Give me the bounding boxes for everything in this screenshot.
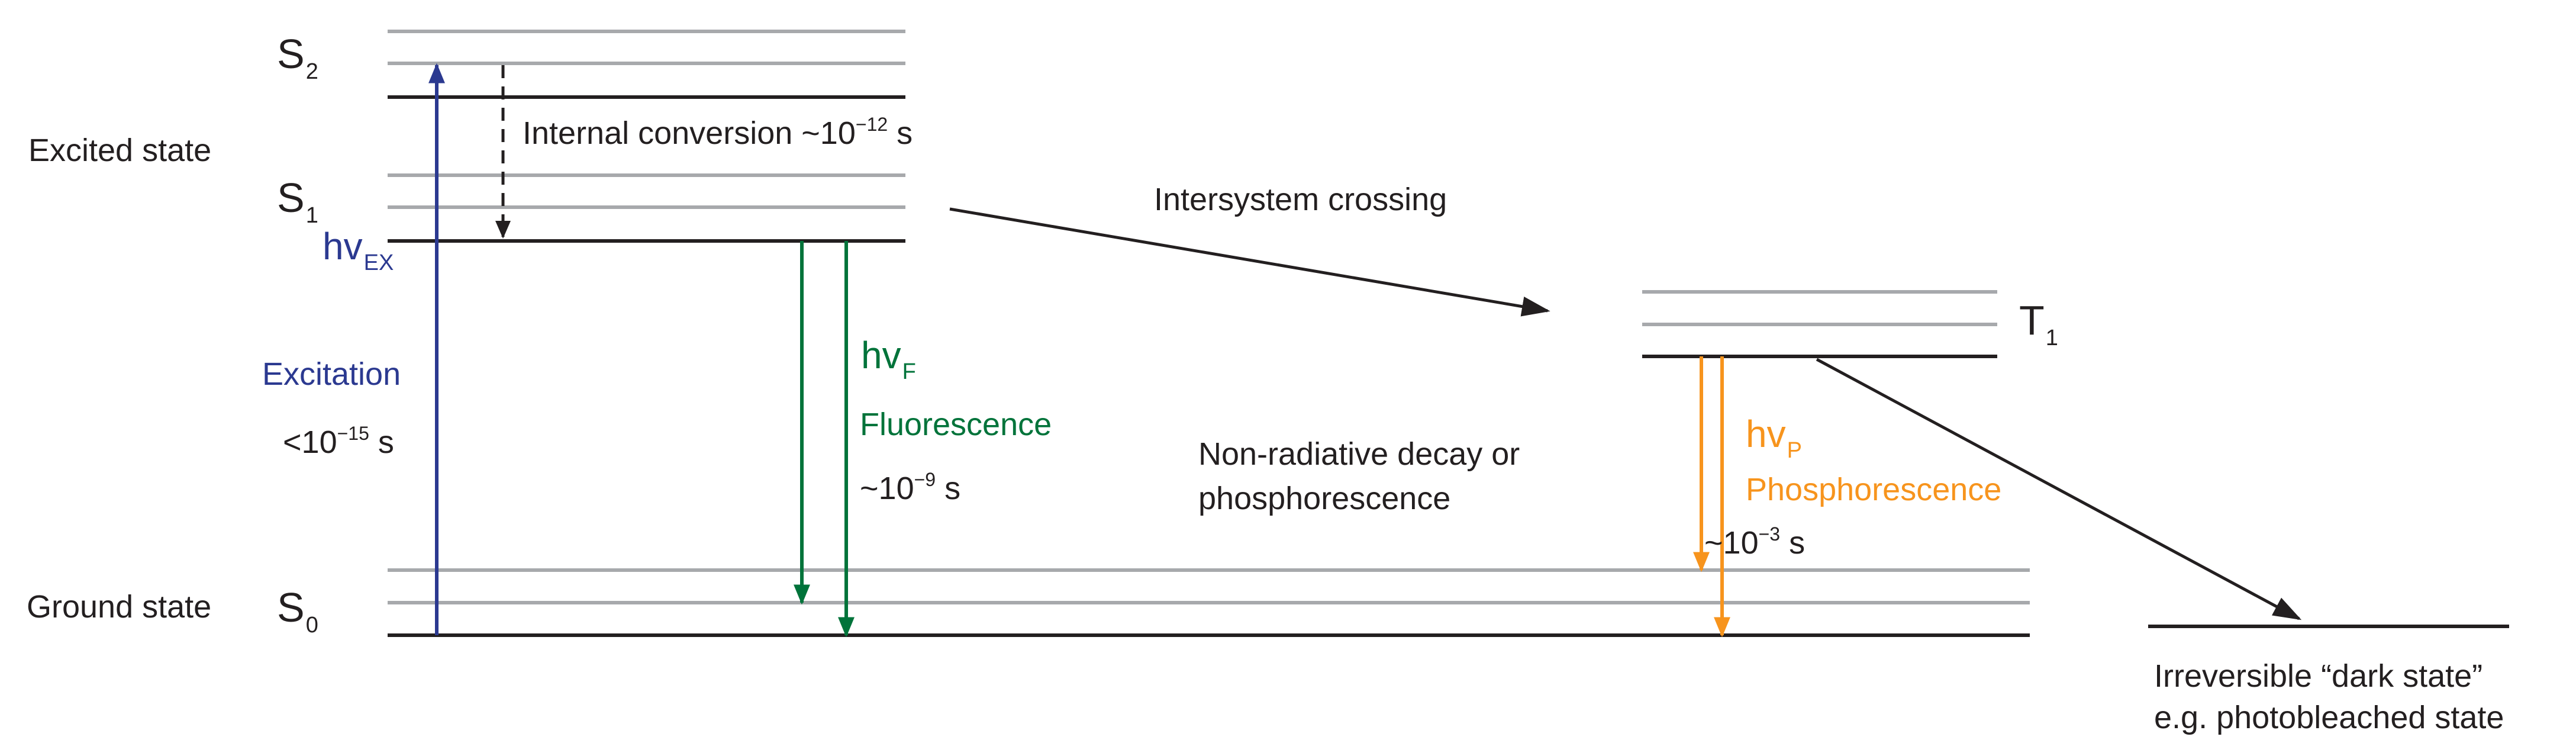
dark-state-label-line1: Irreversible “dark state”	[2154, 658, 2482, 694]
ground-state-label: Ground state	[27, 589, 211, 625]
intersystem-crossing-arrow	[949, 207, 1550, 317]
phosphorescence-photon-label: hvP	[1746, 413, 1802, 463]
s1-label: S1	[277, 175, 318, 228]
internal-conversion-label: Internal conversion ~10−12 s	[523, 114, 913, 151]
t1-label: T1	[2019, 297, 2058, 350]
dark-state-arrow	[1816, 358, 2302, 620]
phosphorescence-label: Phosphorescence	[1746, 472, 2001, 507]
fluorescence-photon-label: hvF	[861, 334, 916, 384]
fluorescence-label: Fluorescence	[860, 407, 1052, 442]
s2-levels	[388, 30, 905, 99]
s2-label: S2	[277, 31, 318, 84]
fluorescence-time: ~10−9 s	[860, 469, 960, 506]
s1-levels	[388, 173, 905, 243]
s0-levels	[388, 568, 2030, 637]
phosphorescence-time: ~10−3 s	[1704, 523, 1805, 561]
intersystem-crossing-label: Intersystem crossing	[1154, 182, 1447, 217]
nonradiative-label-line1: Non-radiative decay or	[1198, 436, 1520, 472]
excitation-time: <10−15 s	[283, 423, 394, 460]
nonradiative-label-line2: phosphorescence	[1198, 481, 1450, 516]
s0-label: S0	[277, 584, 318, 638]
excitation-photon-label: hvEX	[323, 225, 394, 275]
dark-state-label-line2: e.g. photobleached state	[2154, 700, 2504, 735]
excited-state-label: Excited state	[28, 133, 211, 168]
t1-levels	[1642, 290, 1997, 358]
excitation-label: Excitation	[262, 356, 401, 392]
